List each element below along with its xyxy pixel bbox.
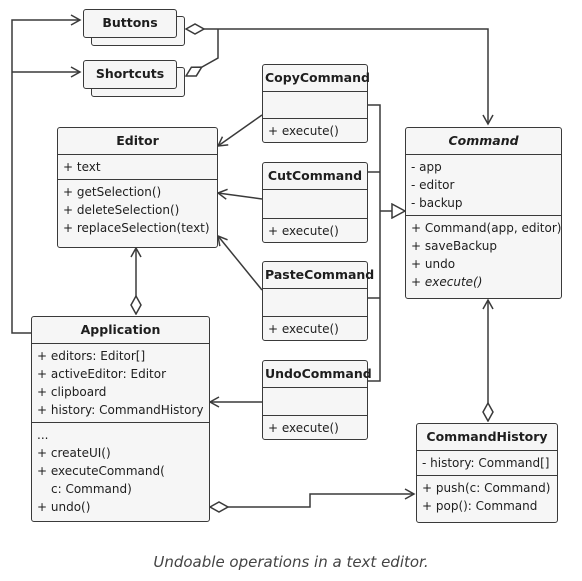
command-class-name: Command: [406, 128, 561, 155]
paste-to-editor-line: [217, 234, 263, 291]
command-class: Command - app - editor - backup + Comman…: [405, 127, 562, 299]
application-field: + editors: Editor[]: [37, 349, 146, 363]
application-fields: + editors: Editor[] + activeEditor: Edit…: [32, 344, 209, 423]
paste-command-name: PasteCommand: [263, 262, 374, 289]
inheritance-bus-line: [368, 104, 381, 382]
application-method: + undo(): [37, 500, 91, 514]
cut-command-methods: + execute(): [263, 219, 367, 243]
command-history-method: + push(c: Command): [422, 481, 551, 495]
editor-method: + getSelection(): [63, 185, 162, 199]
editor-class: Editor + text + getSelection() + deleteS…: [57, 127, 218, 248]
editor-field: + text: [63, 160, 101, 174]
buttons-class-name: Buttons: [102, 15, 158, 30]
command-field: - app: [411, 160, 442, 174]
application-methods: ... + createUI() + executeCommand( c: Co…: [32, 423, 209, 519]
paste-command-methods: + execute(): [263, 317, 367, 341]
command-history-class: CommandHistory - history: Command[] + pu…: [416, 423, 558, 523]
diagram-caption: Undoable operations in a text editor.: [153, 553, 429, 571]
editor-methods: + getSelection() + deleteSelection() + r…: [58, 180, 217, 240]
command-method: + undo: [411, 257, 456, 271]
undo-command-methods: + execute(): [263, 416, 367, 440]
command-field: - backup: [411, 196, 463, 210]
application-to-buttons-line: [11, 14, 82, 334]
copy-command-method: + execute(): [268, 124, 339, 138]
paste-command-fields: [263, 289, 367, 317]
copy-command-class: CopyCommand + execute(): [262, 64, 370, 143]
command-history-fields: - history: Command[]: [417, 451, 557, 476]
shortcuts-class: Shortcuts: [83, 60, 177, 89]
copy-command-name: CopyCommand: [263, 65, 370, 92]
undo-command-fields: [263, 388, 367, 416]
buttons-class: Buttons: [83, 9, 177, 38]
editor-method: + deleteSelection(): [63, 203, 180, 217]
buttons-to-command-line: [186, 29, 488, 124]
cut-command-fields: [263, 190, 367, 219]
paste-command-class: PasteCommand + execute(): [262, 261, 374, 341]
application-method: + createUI(): [37, 446, 111, 460]
application-class: Application + editors: Editor[] + active…: [31, 316, 210, 522]
editor-method: + replaceSelection(text): [63, 221, 210, 235]
cut-command-name: CutCommand: [263, 163, 367, 190]
cut-command-class: CutCommand + execute(): [262, 162, 368, 243]
undo-command-name: UndoCommand: [263, 361, 372, 388]
command-history-class-name: CommandHistory: [417, 424, 557, 451]
application-field: + clipboard: [37, 385, 107, 399]
command-methods: + Command(app, editor) + saveBackup + un…: [406, 216, 561, 294]
application-method-param: c: Command): [51, 482, 132, 496]
shortcuts-class-name: Shortcuts: [95, 66, 165, 81]
shortcuts-to-command-line: [186, 29, 219, 76]
undo-command-method: + execute(): [268, 421, 339, 435]
application-method: + executeCommand(: [37, 464, 165, 478]
application-field: + activeEditor: Editor: [37, 367, 167, 381]
cut-command-method: + execute(): [268, 224, 339, 238]
editor-class-name: Editor: [58, 128, 217, 155]
command-history-field: - history: Command[]: [422, 456, 550, 470]
command-method: + saveBackup: [411, 239, 497, 253]
command-method-abstract: + execute(): [411, 275, 483, 289]
undo-command-class: UndoCommand + execute(): [262, 360, 372, 440]
application-method: ...: [37, 428, 49, 442]
copy-command-methods: + execute(): [263, 119, 367, 143]
editor-fields: + text: [58, 155, 217, 180]
application-class-name: Application: [32, 317, 209, 344]
command-fields: - app - editor - backup: [406, 155, 561, 216]
application-field: + history: CommandHistory: [37, 403, 204, 417]
command-history-methods: + push(c: Command) + pop(): Command: [417, 476, 557, 518]
copy-command-fields: [263, 92, 367, 119]
command-field: - editor: [411, 178, 455, 192]
command-history-method: + pop(): Command: [422, 499, 538, 513]
paste-command-method: + execute(): [268, 322, 339, 336]
copy-to-editor-line: [216, 114, 263, 147]
command-method: + Command(app, editor): [411, 221, 562, 235]
application-to-history-line: [210, 494, 414, 507]
cut-to-editor-line: [216, 188, 263, 200]
